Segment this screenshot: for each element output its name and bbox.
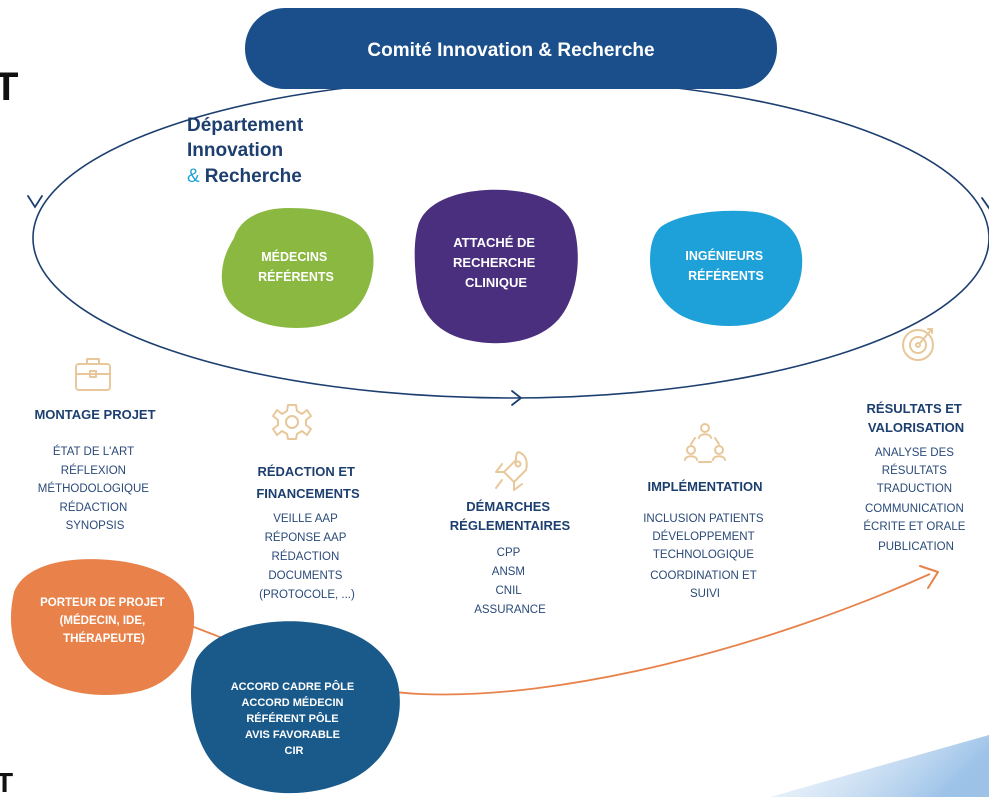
cropped-heading-char: T [0,65,18,109]
accord-line4: AVIS FAVORABLE [245,729,340,741]
medecins-line1: MÉDECINS [261,249,327,264]
resultats-title-line1: RÉSULTATS ET [867,401,962,416]
briefcase-icon [75,358,111,391]
ingenieurs-referents-label: INGÉNIEURS RÉFÉRENTS [685,248,766,283]
resultats-valorisation-title: RÉSULTATS ET VALORISATION [867,401,966,435]
demarches-item-2: CNIL [496,585,523,597]
redaction-item-4: (PROTOCOLE, ...) [259,589,355,601]
attache-recherche-blob [414,189,578,344]
implementation-title: IMPLÉMENTATION [647,479,762,494]
demarches-title-line1: DÉMARCHES [466,499,550,514]
department-title-line1: Département [187,115,304,136]
accord-cadre-label: ACCORD CADRE PÔLE ACCORD MÉDECIN RÉFÉREN… [231,680,358,757]
porteur-projet-blob [10,559,195,695]
demarches-item-1: ANSM [492,566,525,578]
accord-line1: ACCORD CADRE PÔLE [231,680,354,693]
medecins-referents-label: MÉDECINS RÉFÉRENTS [258,249,334,284]
resultats-item-0: ANALYSE DES [875,447,954,459]
resultats-item-2: TRADUCTION [877,483,952,495]
resultats-item-1: RÉSULTATS [882,464,948,477]
committee-label: Comité Innovation & Recherche [367,40,654,61]
target-icon [902,328,934,361]
demarches-item-0: CPP [497,547,521,559]
porteur-line3: THÉRAPEUTE) [63,632,145,645]
department-ampersand: & [187,166,200,187]
cycle-arrowheads [27,195,989,406]
redaction-item-1: RÉPONSE AAP [265,531,347,544]
montage-item-4: SYNOPSIS [66,520,125,532]
cropped-footer-char: T [0,767,13,797]
decorative-corner-shape [770,735,989,797]
redaction-title-line2: FINANCEMENTS [256,486,360,501]
rocket-icon [495,451,528,491]
committee-banner [245,8,777,89]
redaction-financements-items: VEILLE AAP RÉPONSE AAP RÉDACTION DOCUMEN… [259,513,355,601]
ingenieurs-referents-blob [650,210,803,327]
montage-item-3: RÉDACTION [60,501,128,514]
implementation-item-1: DÉVELOPPEMENT [652,530,754,543]
accord-line2: ACCORD MÉDECIN [241,696,343,709]
montage-title-line1: MONTAGE PROJET [34,407,155,422]
medecins-line2: RÉFÉRENTS [258,269,334,284]
demarches-title-line2: RÉGLEMENTAIRES [450,518,571,533]
resultats-title-line2: VALORISATION [868,420,964,435]
redaction-item-2: RÉDACTION [272,550,340,563]
resultats-item-4: ÉCRITE ET ORALE [863,520,965,533]
department-title-line2: Innovation [187,140,283,161]
accord-line3: RÉFÉRENT PÔLE [246,712,338,725]
accord-cadre-blob [191,621,400,794]
arc-line2: RECHERCHE [453,255,536,270]
department-title-recherche: Recherche [205,166,302,187]
attache-recherche-label: ATTACHÉ DE RECHERCHE CLINIQUE [453,235,539,290]
resultats-item-3: COMMUNICATION [865,503,964,515]
demarches-reglementaires-items: CPP ANSM CNIL ASSURANCE [474,547,546,616]
redaction-item-0: VEILLE AAP [273,513,338,525]
porteur-projet-label: PORTEUR DE PROJET (MÉDECIN, IDE, THÉRAPE… [40,597,168,645]
team-icon [684,423,726,463]
demarches-item-3: ASSURANCE [474,604,546,616]
porteur-line2: (MÉDECIN, IDE, [60,614,146,627]
arc-line3: CLINIQUE [465,275,527,290]
montage-projet-title: MONTAGE PROJET [34,407,155,422]
redaction-title-line1: RÉDACTION ET [257,464,355,479]
implementation-items: INCLUSION PATIENTS DÉVELOPPEMENT TECHNOL… [643,513,767,600]
gear-icon [272,404,312,440]
porteur-line1: PORTEUR DE PROJET [40,597,165,609]
implementation-item-2: TECHNOLOGIQUE [653,549,754,561]
montage-item-0: ÉTAT DE L'ART [53,445,134,458]
ingenieurs-line1: INGÉNIEURS [685,248,763,263]
medecins-referents-blob [221,208,374,328]
accord-line5: CIR [285,745,304,757]
redaction-item-3: DOCUMENTS [268,570,342,582]
redaction-financements-title: RÉDACTION ET FINANCEMENTS [256,464,360,501]
implementation-title-line1: IMPLÉMENTATION [647,479,762,494]
implementation-item-4: SUIVI [690,588,720,600]
montage-item-1: RÉFLEXION [61,464,126,477]
arc-line1: ATTACHÉ DE [453,235,535,250]
resultats-valorisation-items: ANALYSE DES RÉSULTATS TRADUCTION COMMUNI… [863,447,968,553]
implementation-item-3: COORDINATION ET [650,570,756,582]
resultats-item-5: PUBLICATION [878,541,954,553]
department-title-line3: &Recherche [187,166,302,187]
montage-item-2: MÉTHODOLOGIQUE [38,482,150,495]
implementation-item-0: INCLUSION PATIENTS [643,513,764,525]
demarches-reglementaires-title: DÉMARCHES RÉGLEMENTAIRES [450,499,571,533]
ingenieurs-line2: RÉFÉRENTS [688,268,764,283]
montage-projet-items: ÉTAT DE L'ART RÉFLEXION MÉTHODOLOGIQUE R… [38,445,152,532]
project-flow-arrowhead [919,565,939,589]
